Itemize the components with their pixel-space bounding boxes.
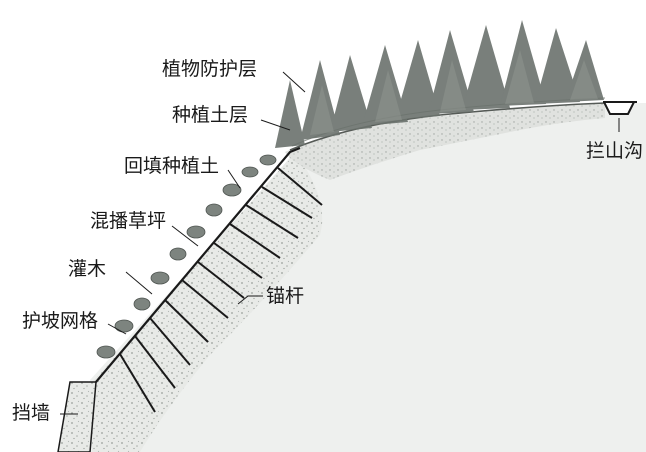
slope-face: [95, 146, 301, 383]
retaining-wall-label: 挡墙: [12, 402, 51, 424]
mixed-seeding-lawn-label: 混播草坪: [90, 210, 167, 232]
shrub-label: 灌木: [68, 258, 107, 280]
vegetation-layer-label: 植物防护层: [162, 58, 258, 80]
tree-highlights: [310, 50, 598, 135]
planting-soil-band: [285, 103, 605, 180]
backfill-planting-soil-label: 回填种植土: [124, 155, 220, 177]
anchor-rods: [119, 167, 323, 413]
leader-lines: [60, 71, 620, 415]
anchor-rod-label: 锚杆: [266, 285, 305, 307]
hillside-body: [90, 103, 646, 452]
planting-soil-layer-label: 种植土层: [172, 104, 249, 126]
retaining-wall: [57, 381, 97, 452]
slope-protection-grid-label: 护坡网格: [22, 310, 99, 332]
intercepting-ditch-label: 拦山沟: [586, 140, 644, 162]
cropped-header-fragment: ▬▬▬▬ ▬: [150, 0, 310, 2]
intercepting-ditch: [603, 101, 635, 115]
shrubs: [96, 154, 277, 359]
